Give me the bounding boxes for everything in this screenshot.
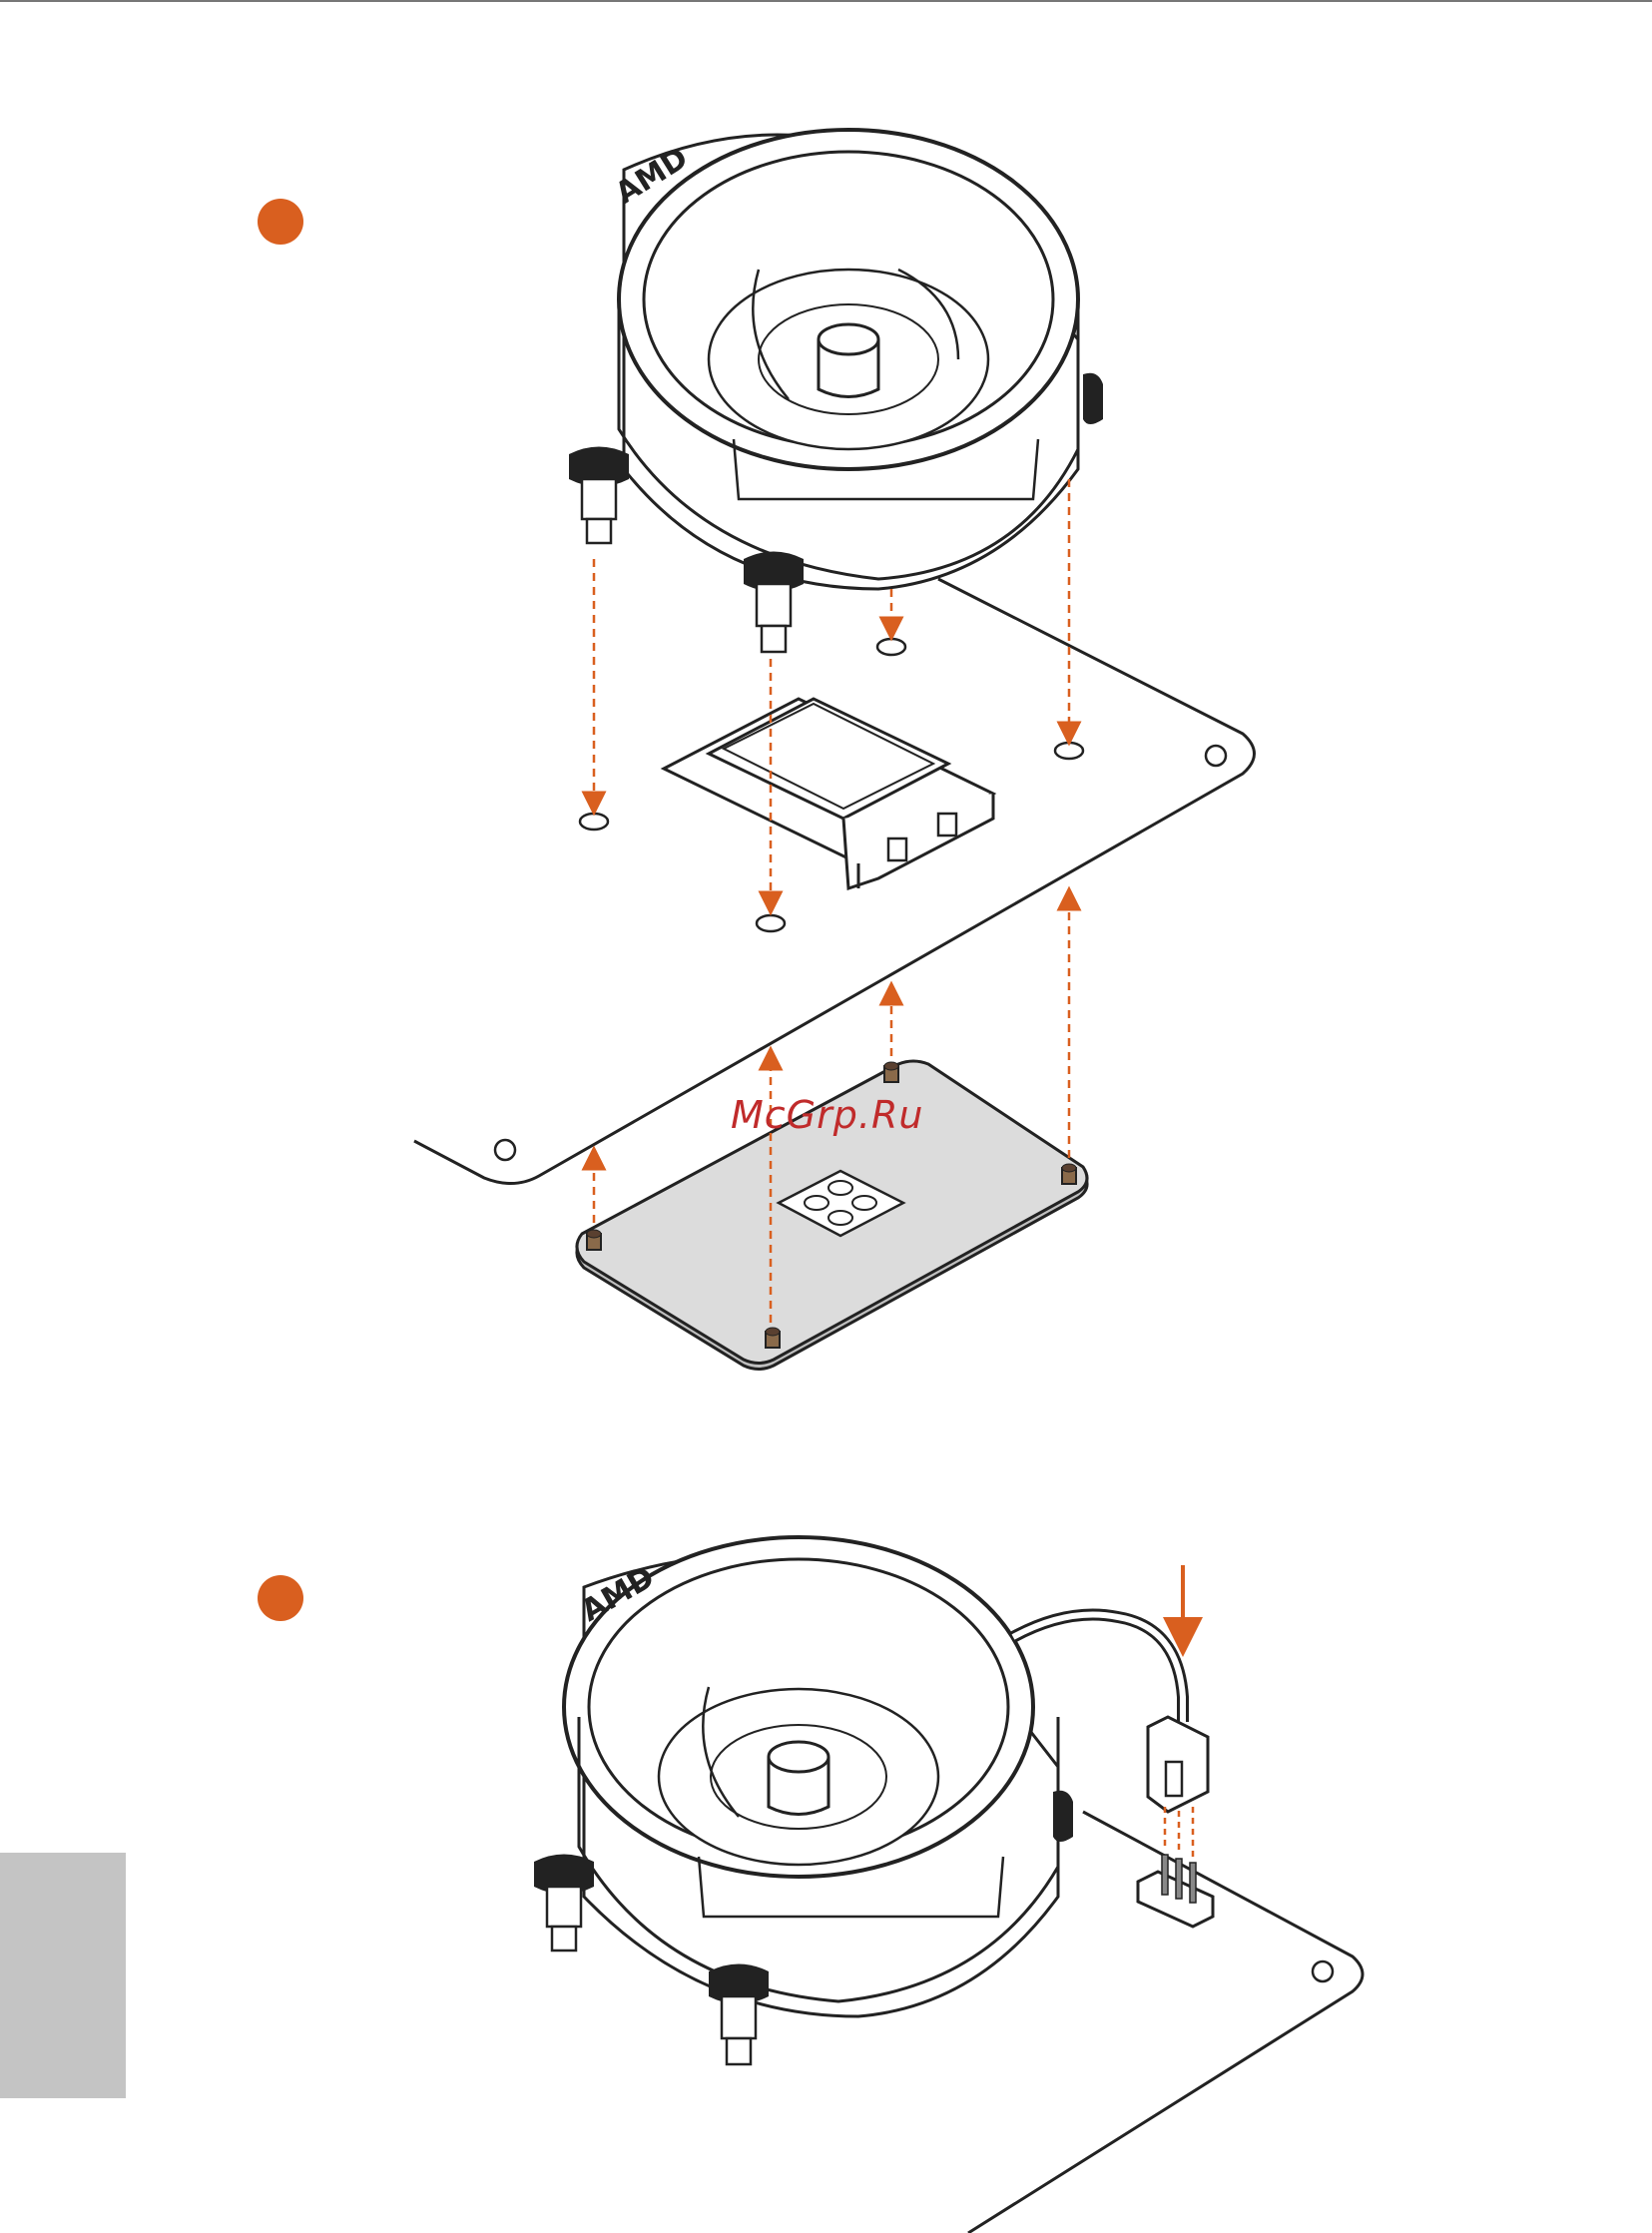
mount-hole <box>1055 743 1083 759</box>
standoff <box>1062 1164 1076 1184</box>
plate-hole <box>495 1140 515 1160</box>
mount-hole <box>877 639 905 655</box>
plate-hole <box>1313 1961 1333 1981</box>
thumb-screw <box>569 447 629 544</box>
fan-connector <box>1148 1717 1208 1812</box>
fan-cable <box>1013 1615 1183 1723</box>
watermark-text: McGrp.Ru <box>731 1093 970 1145</box>
thumb-screw <box>744 552 804 653</box>
standoff <box>587 1230 601 1250</box>
mount-hole <box>757 915 785 931</box>
thumb-screw <box>1053 1791 1073 1842</box>
cpu-cooler: AMD <box>569 130 1103 652</box>
thumb-screw <box>709 1964 769 2065</box>
thumb-screw <box>1083 373 1103 424</box>
mount-hole <box>580 814 608 830</box>
standoff <box>884 1062 898 1082</box>
standoff <box>766 1328 780 1348</box>
plate-hole <box>1206 746 1226 766</box>
thumb-screw <box>534 1855 594 1952</box>
cpu-cooler: AMD <box>534 1537 1073 2064</box>
